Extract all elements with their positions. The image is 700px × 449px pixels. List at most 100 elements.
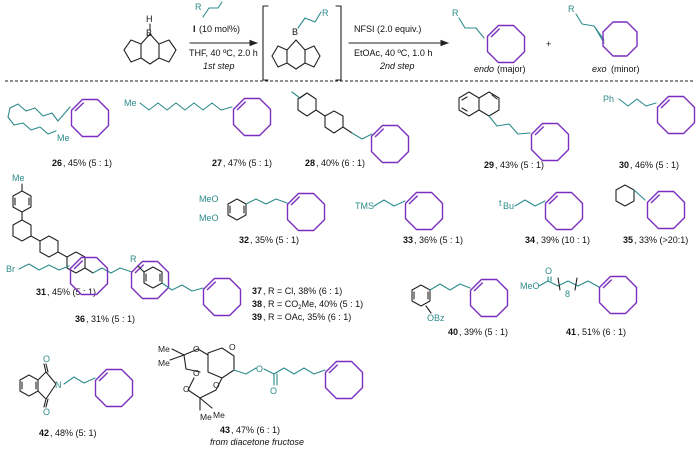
carbonyl-o-43: O bbox=[270, 386, 277, 396]
yield-42: , 48% (5: 1) bbox=[50, 428, 97, 438]
endo-product-general: R endo (major) bbox=[452, 8, 526, 74]
yield-38-a: , R = CO bbox=[263, 299, 298, 309]
exo-label: exo bbox=[592, 64, 607, 74]
label-38: 38 bbox=[252, 299, 262, 309]
catalyst-label: I bbox=[193, 24, 196, 34]
n-label-42: N bbox=[55, 380, 62, 390]
label-34: 34 bbox=[525, 235, 535, 245]
yield-41: , 51% (6 : 1) bbox=[577, 327, 626, 337]
ester-o-43: O bbox=[256, 364, 263, 374]
imide-o-label-bottom: O bbox=[43, 407, 50, 417]
yield-35: , 33% (>20:1) bbox=[634, 235, 688, 245]
label-36: 36 bbox=[75, 314, 85, 324]
yield-43: , 47% (6 : 1) bbox=[231, 425, 280, 435]
yield-28: , 40% (6 : 1) bbox=[316, 158, 365, 168]
yield-32: , 35% (5 : 1) bbox=[250, 235, 299, 245]
tbu-prefix-34: t bbox=[499, 198, 502, 208]
ring-o-43c: O bbox=[213, 380, 220, 390]
me-label-27: Me bbox=[124, 98, 137, 108]
ring-o-43e: O bbox=[229, 342, 236, 352]
endo-r-label: R bbox=[452, 8, 459, 18]
yield-36: , 31% (5 : 1) bbox=[86, 314, 135, 324]
step2-reagent: NFSI (2.0 equiv.) bbox=[354, 24, 421, 34]
carbonyl-o-label-41: O bbox=[545, 266, 552, 276]
label-28: 28 bbox=[305, 158, 315, 168]
yield-37: , R = Cl, 38% (6 : 1) bbox=[263, 286, 342, 296]
alkene-reagent: R bbox=[195, 1, 223, 18]
label-33: 33 bbox=[403, 235, 413, 245]
meo-label-32a: MeO bbox=[199, 194, 219, 204]
step2-label: 2nd step bbox=[379, 61, 415, 71]
intermediate-boron-label: B bbox=[292, 27, 298, 37]
meo-label-41: MeO bbox=[520, 281, 540, 291]
compound-29 bbox=[458, 91, 570, 162]
yield-38-b: Me, 40% (5 : 1) bbox=[302, 299, 364, 309]
yield-38: , R = CO2Me, 40% (5 : 1) bbox=[263, 299, 363, 311]
me-label-43d: Me bbox=[213, 410, 225, 420]
yield-26: , 45% (5 : 1) bbox=[63, 158, 112, 168]
compound-28: Me bbox=[291, 91, 410, 164]
label-35: 35 bbox=[623, 235, 633, 245]
step2-conditions: EtOAc, 40 ºC, 1.0 h bbox=[354, 48, 432, 58]
label-42: 42 bbox=[39, 428, 49, 438]
compound-41: MeO O 8 bbox=[520, 266, 638, 315]
compound-43: O O O O O Me Me Me Me O O bbox=[158, 342, 364, 422]
endo-label: endo bbox=[474, 64, 494, 74]
obz-label-40: OBz bbox=[427, 313, 445, 323]
ring-o-43b: O bbox=[193, 368, 200, 378]
catalyst-loading: (10 mol%) bbox=[199, 24, 240, 34]
compound-42: O O N bbox=[19, 354, 134, 417]
ring-o-43a: O bbox=[193, 344, 200, 354]
step1-arrow: I (10 mol%) THF, 40 ºC, 2.0 h 1st step bbox=[189, 24, 259, 71]
starting-borane: H B bbox=[123, 14, 177, 65]
boron-h-label: H bbox=[146, 14, 153, 24]
exo-note: (minor) bbox=[611, 64, 640, 74]
ring-o-43d: O bbox=[183, 384, 190, 394]
exo-product-general: R exo (minor) bbox=[568, 4, 640, 74]
yield-40: , 39% (5 : 1) bbox=[459, 327, 508, 337]
yield-34: , 39% (10 : 1) bbox=[536, 235, 590, 245]
endo-note: (major) bbox=[497, 64, 526, 74]
compound-31: Me bbox=[12, 173, 170, 300]
label-32: 32 bbox=[239, 235, 249, 245]
yield-39: , R = OAc, 35% (6 : 1) bbox=[263, 312, 351, 322]
imide-o-label-top: O bbox=[43, 354, 50, 364]
compound-35 bbox=[615, 184, 686, 230]
label-26: 26 bbox=[52, 158, 62, 168]
label-31: 31 bbox=[36, 287, 46, 297]
meo-label-32b: MeO bbox=[199, 213, 219, 223]
label-43: 43 bbox=[220, 425, 230, 435]
yield-27: , 47% (5 : 1) bbox=[223, 158, 272, 168]
compound-37-39: R bbox=[130, 254, 242, 317]
compound-30: Ph bbox=[603, 94, 696, 135]
exo-r-label: R bbox=[568, 4, 575, 14]
me-label-43a: Me bbox=[158, 344, 170, 354]
tbu-label-34: Bu bbox=[503, 201, 514, 211]
ph-label-30: Ph bbox=[603, 94, 614, 104]
label-29: 29 bbox=[484, 160, 494, 170]
label-40: 40 bbox=[448, 327, 458, 337]
chain-count-41: 8 bbox=[565, 289, 570, 299]
intermediate-r-label: R bbox=[322, 8, 329, 18]
compound-34: t Bu bbox=[499, 191, 584, 231]
boron-label: B bbox=[146, 28, 152, 38]
compound-32: MeO MeO bbox=[199, 192, 326, 232]
plus-sign: + bbox=[546, 39, 551, 49]
tms-label-33: TMS bbox=[355, 201, 374, 211]
label-39: 39 bbox=[252, 312, 262, 322]
borane-intermediate: B R bbox=[262, 5, 342, 81]
compound-40: OBz bbox=[411, 278, 509, 323]
label-27: 27 bbox=[212, 158, 222, 168]
br-label-36: Br bbox=[6, 264, 15, 274]
me-label-43b: Me bbox=[158, 358, 170, 368]
compound-33: TMS bbox=[355, 191, 444, 231]
compound-26: Me bbox=[7, 98, 110, 143]
me-label-43c: Me bbox=[200, 412, 212, 422]
label-41: 41 bbox=[566, 327, 576, 337]
compound-27: Me bbox=[124, 97, 272, 137]
r-label-37: R bbox=[130, 254, 137, 264]
yield-31: , 45% (5 : 1) bbox=[47, 287, 96, 297]
note-43: from diacetone fructose bbox=[210, 437, 304, 447]
